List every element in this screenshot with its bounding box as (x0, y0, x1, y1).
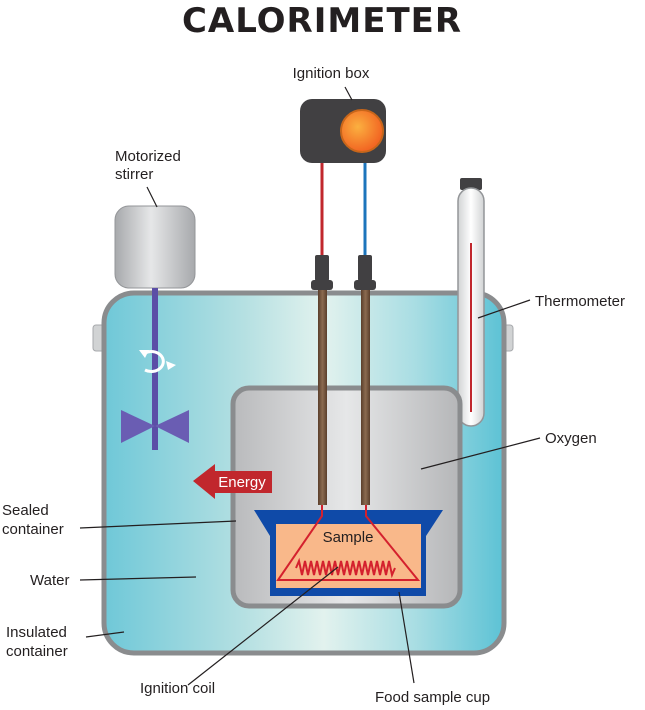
thermometer-leader (477, 299, 531, 319)
right-connector (358, 255, 372, 281)
stirrer-blade-right (155, 410, 189, 443)
sample-label: Sample (323, 529, 374, 546)
insulated-container-leader (85, 631, 125, 638)
insulated-container-label-line2: container (6, 643, 68, 660)
sealed-container-label-line2: container (2, 521, 64, 538)
left-electrode (318, 290, 327, 505)
stirrer-blade-left (121, 410, 155, 443)
motorized-stirrer-label-line1: Motorized (115, 148, 181, 165)
sealed-container-label-line1: Sealed (2, 502, 49, 519)
ignition-coil-label: Ignition coil (140, 680, 215, 697)
motorized-stirrer (114, 205, 196, 289)
right-connector-base (354, 280, 376, 290)
ignition-box-leader (344, 86, 353, 101)
energy-label: Energy (218, 474, 266, 491)
motorized-stirrer-label-line2: stirrer (115, 166, 153, 183)
water-label: Water (30, 572, 69, 589)
right-electrode (361, 290, 370, 505)
thermometer-cap (460, 178, 482, 190)
insulated-container-label-line1: Insulated (6, 624, 67, 641)
oxygen-label: Oxygen (545, 430, 597, 447)
ignition-button[interactable] (340, 109, 384, 153)
left-connector-base (311, 280, 333, 290)
left-connector (315, 255, 329, 281)
stirrer-leader (146, 186, 158, 208)
energy-arrow (193, 464, 272, 499)
food-cup-leader (398, 591, 415, 684)
water-leader (79, 576, 197, 581)
ignition-box-label: Ignition box (293, 65, 370, 82)
thermometer-label: Thermometer (535, 293, 625, 310)
ignition-coil (295, 557, 396, 579)
ignition-wire-loop (276, 505, 421, 581)
rotation-icon (139, 350, 176, 373)
sample (276, 524, 421, 588)
sealed-container-leader (79, 520, 237, 529)
oxygen-leader (420, 437, 541, 470)
ignition-coil-leader (187, 566, 339, 686)
diagram-title: CALORIMETER (182, 1, 462, 41)
food-sample-cup-label: Food sample cup (375, 689, 490, 706)
